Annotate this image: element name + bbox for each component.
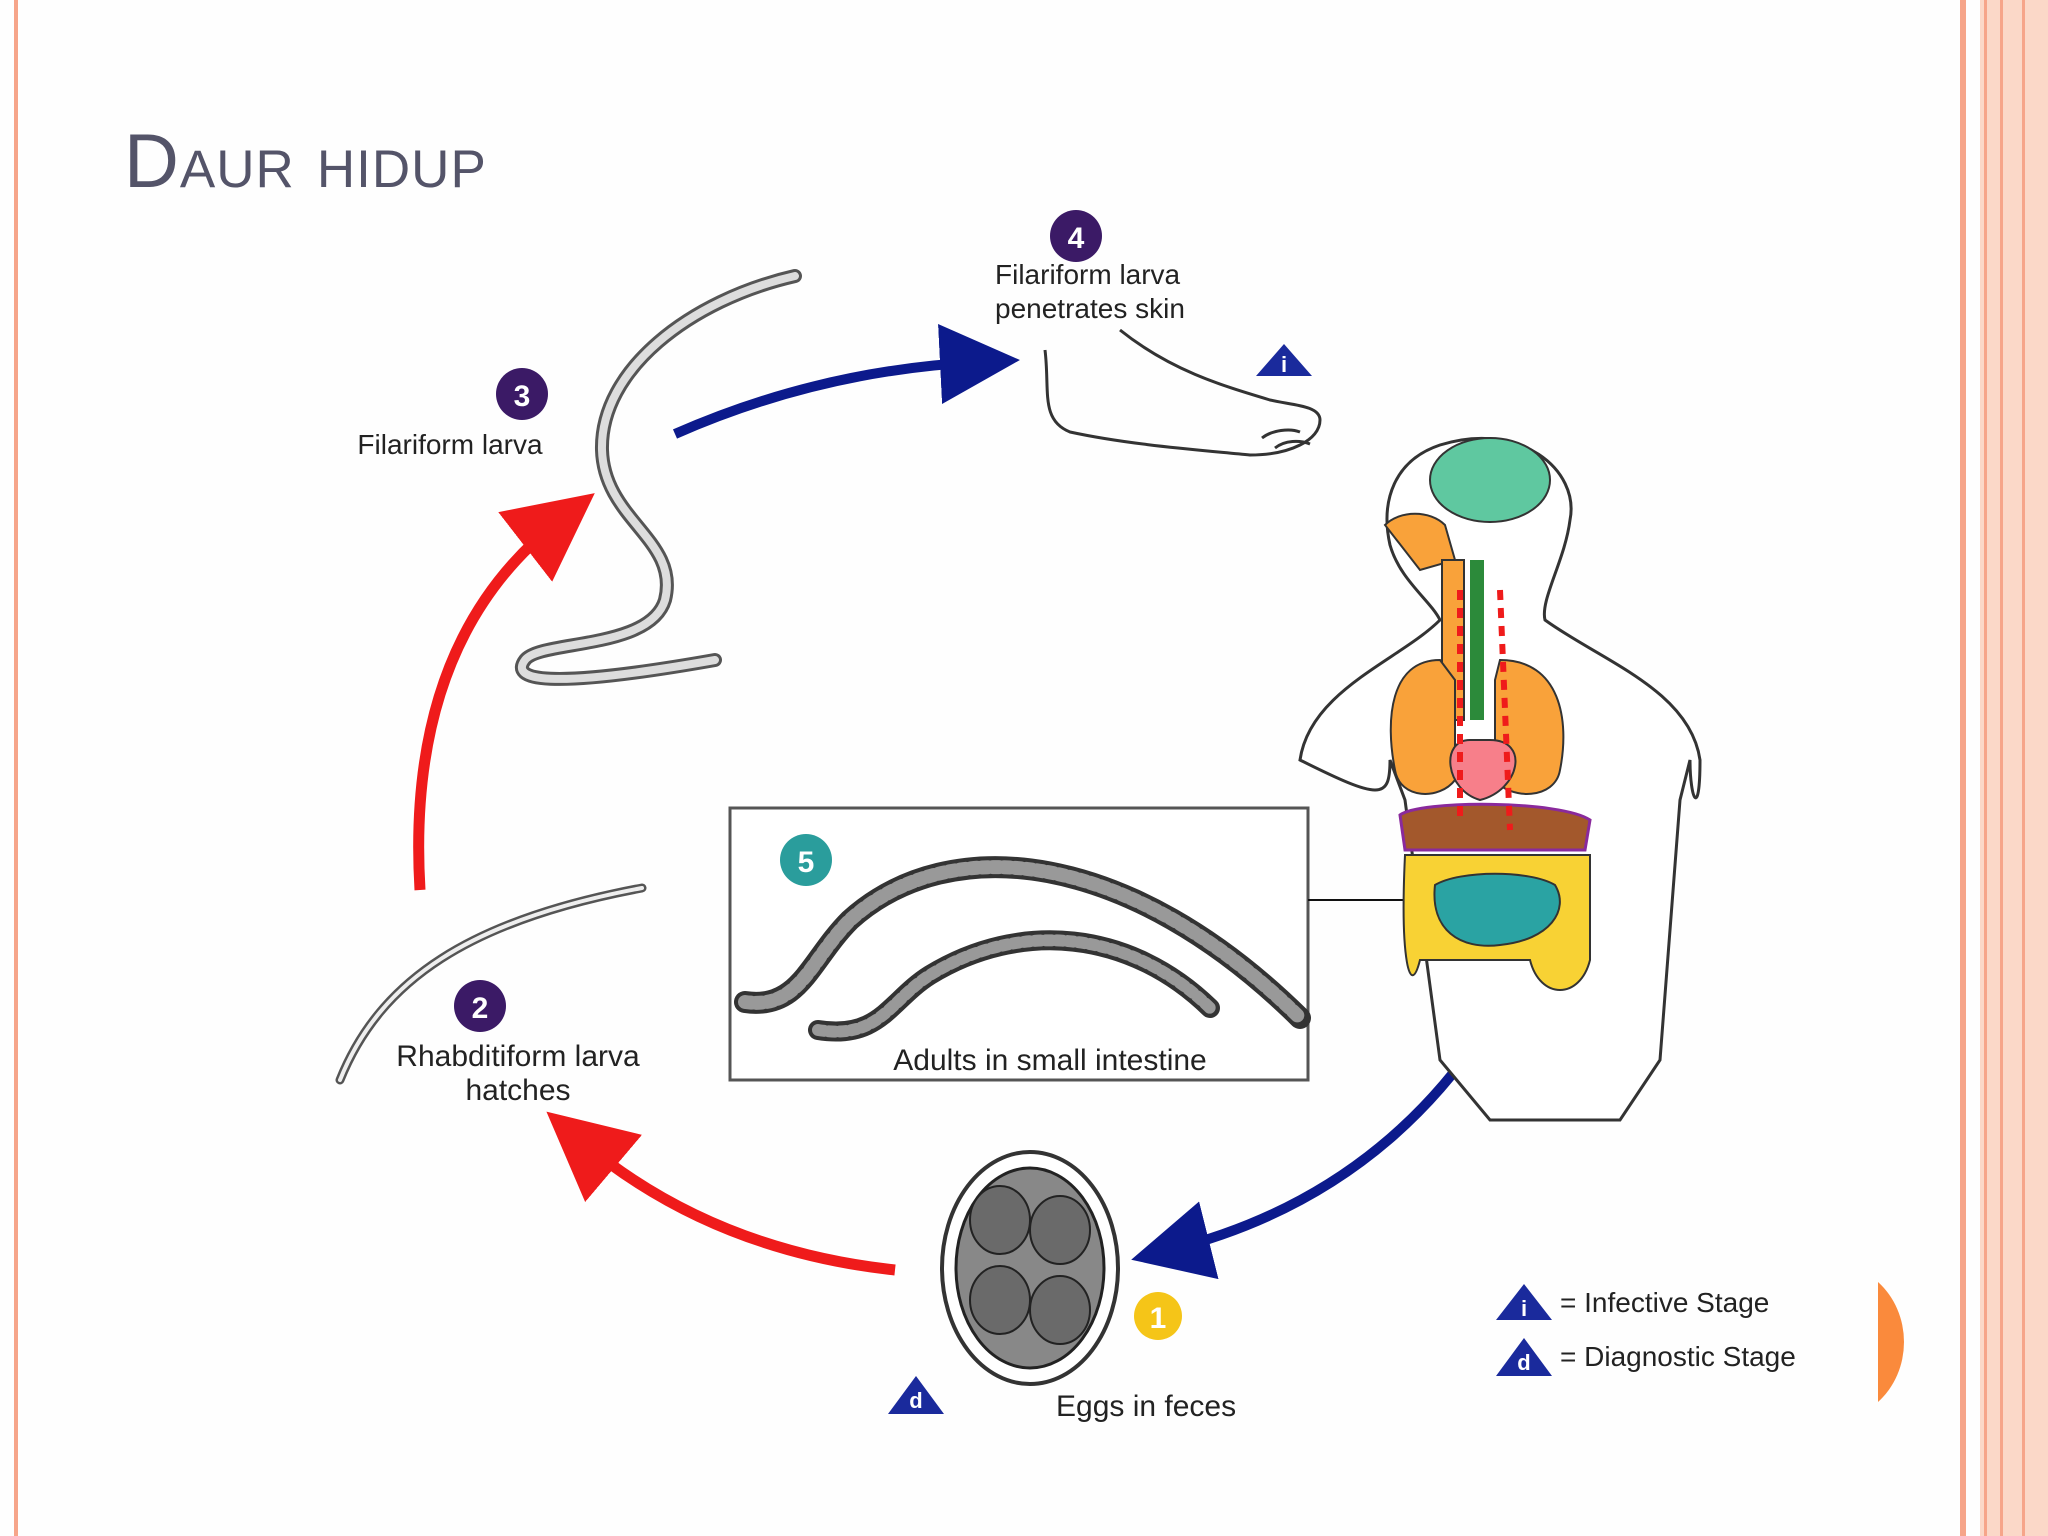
stage-2-label-line-1: Rhabditiform larva xyxy=(396,1040,640,1073)
svg-text:2: 2 xyxy=(472,992,489,1025)
svg-text:d: d xyxy=(1517,1350,1530,1375)
left-lung xyxy=(1389,658,1456,795)
badge-stage-5: 5 xyxy=(780,834,832,886)
right-border-line-2 xyxy=(1984,0,1987,1536)
rhabditiform-larva-illustration xyxy=(335,883,647,1085)
egg-illustration xyxy=(940,1150,1120,1386)
orange-half-circle-decor xyxy=(1878,1282,1904,1402)
svg-text:= Infective Stage: = Infective Stage xyxy=(1560,1287,1769,1318)
arrow-3-to-4 xyxy=(672,324,1020,439)
badge-stage-1: 1 xyxy=(1134,1292,1182,1340)
infective-marker-stage-4: i xyxy=(1256,344,1312,377)
badge-stage-4: 4 xyxy=(1050,210,1102,262)
svg-text:3: 3 xyxy=(514,380,531,413)
svg-text:5: 5 xyxy=(798,846,815,879)
svg-text:= Diagnostic Stage: = Diagnostic Stage xyxy=(1560,1341,1796,1372)
right-border-line-3 xyxy=(2000,0,2003,1536)
left-border-line xyxy=(14,0,18,1536)
right-border-band xyxy=(1980,0,2048,1536)
brain-icon xyxy=(1429,437,1551,523)
stage-2-label-line-2: hatches xyxy=(465,1074,570,1107)
diagnostic-marker-stage-1: d xyxy=(888,1376,944,1414)
foot-illustration xyxy=(1043,328,1322,457)
arrow-1-to-2 xyxy=(546,1111,896,1276)
stage-3-label: Filariform larva xyxy=(357,429,543,460)
legend-item-infective: i = Infective Stage xyxy=(1496,1284,1769,1321)
right-border-line-4 xyxy=(2022,0,2025,1536)
adult-worms-illustration xyxy=(734,856,1311,1042)
badge-stage-2: 2 xyxy=(454,980,506,1032)
legend-item-diagnostic: d = Diagnostic Stage xyxy=(1496,1338,1796,1376)
stage-5-label: Adults in small intestine xyxy=(893,1044,1206,1077)
legend: i = Infective Stage d = Diagnostic Stage xyxy=(1496,1284,1796,1376)
stage-1-label: Eggs in feces xyxy=(1056,1390,1236,1423)
svg-text:4: 4 xyxy=(1068,222,1085,255)
heart xyxy=(1449,739,1517,802)
arrow-host-to-1 xyxy=(1131,1031,1487,1280)
badge-stage-3: 3 xyxy=(496,368,548,420)
arrow-2-to-3 xyxy=(413,493,595,891)
right-border-line-1 xyxy=(1960,0,1966,1536)
human-host-illustration xyxy=(1298,436,1702,1122)
stage-4-label-line-2: penetrates skin xyxy=(995,293,1185,324)
liver xyxy=(1398,802,1592,852)
svg-text:i: i xyxy=(1521,1296,1527,1321)
small-intestine xyxy=(1433,872,1561,947)
svg-text:i: i xyxy=(1281,352,1287,377)
page-title: Daur hidup xyxy=(124,119,487,204)
filariform-larva-illustration xyxy=(514,269,802,686)
svg-text:d: d xyxy=(909,1388,922,1413)
svg-text:1: 1 xyxy=(1150,1302,1167,1335)
stage-4-label-line-1: Filariform larva xyxy=(995,259,1181,290)
